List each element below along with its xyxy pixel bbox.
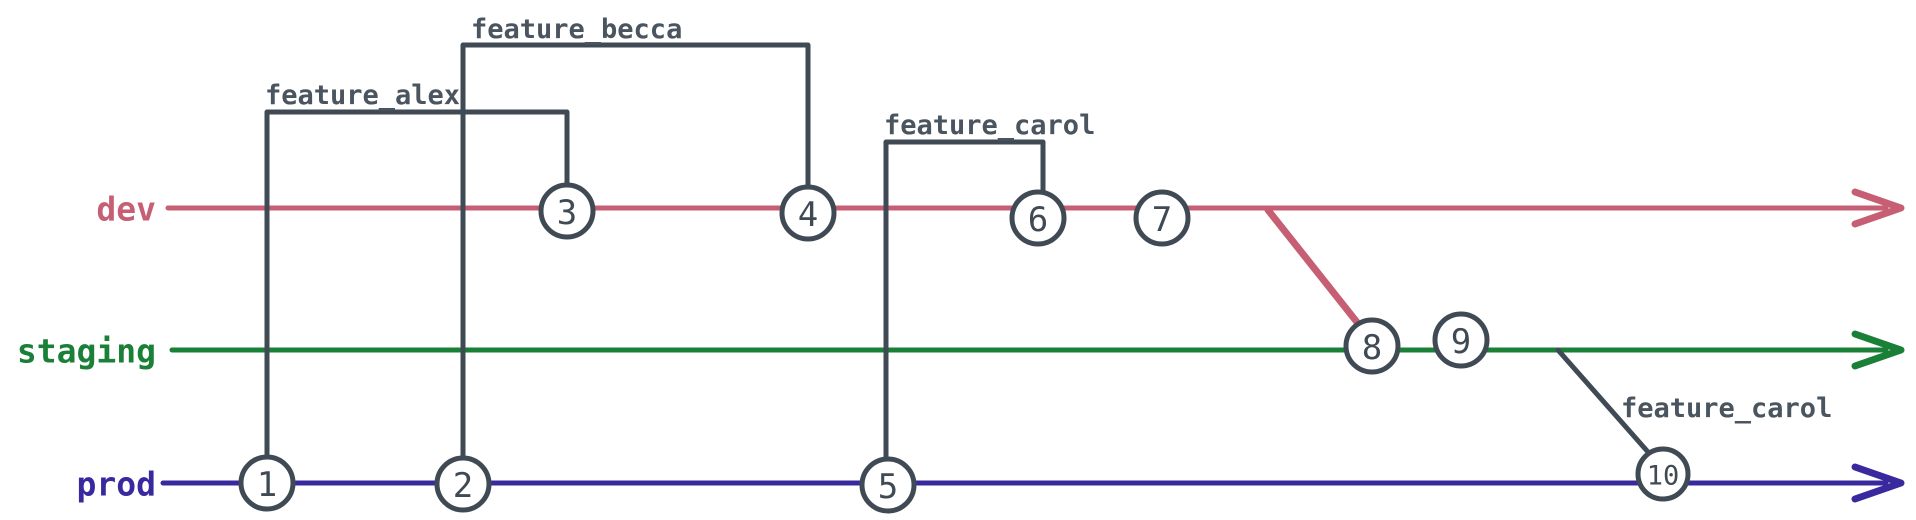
commit-8-circle: [1343, 317, 1401, 375]
feature-carol-branch-path: [883, 139, 1046, 463]
branch-lane-dev: dev: [96, 188, 1905, 229]
commit-node-6: 6: [1009, 189, 1067, 247]
commit-node-2: 2: [434, 455, 492, 513]
commit-node-8: 8: [1343, 317, 1401, 375]
commit-10-circle: [1635, 446, 1691, 502]
commit-9-label: 9: [1451, 322, 1471, 362]
commit-node-3: 3: [538, 182, 596, 240]
feature-carol-to-prod-path: [1555, 347, 1651, 455]
feature-becca-branch-path: [460, 42, 811, 462]
commit-8-label: 8: [1362, 328, 1382, 368]
branch-lane-staging: staging: [17, 330, 1905, 371]
commit-2-label: 2: [453, 466, 473, 506]
merge-line-dev-to-staging: [1264, 206, 1364, 330]
prod-arrowhead-icon: [1851, 463, 1905, 503]
commit-5-circle: [859, 456, 917, 514]
commit-2-circle: [434, 455, 492, 513]
commit-node-7: 7: [1133, 189, 1191, 247]
commit-3-label: 3: [557, 193, 577, 233]
feature-carol-label: feature_carol: [884, 110, 1095, 141]
feature-becca-label: feature_becca: [471, 14, 682, 45]
commit-3-circle: [538, 182, 596, 240]
feature-carol-to-prod-label: feature_carol: [1621, 393, 1832, 424]
commit-4-label: 4: [798, 195, 818, 235]
commit-node-10: 10: [1635, 446, 1691, 502]
branch-lane-prod: prod: [77, 463, 1905, 504]
staging-arrowhead-icon: [1851, 330, 1905, 370]
commit-4-circle: [779, 184, 837, 242]
commit-node-1: 1: [238, 454, 296, 512]
staging-branch-label: staging: [17, 332, 156, 371]
feature-alex-branch-path: [264, 109, 570, 461]
commit-node-9: 9: [1432, 311, 1490, 369]
feature-alex-label: feature_alex: [265, 80, 460, 111]
commit-node-5: 5: [859, 456, 917, 514]
commit-1-circle: [238, 454, 296, 512]
commit-7-circle: [1133, 189, 1191, 247]
commit-7-label: 7: [1152, 200, 1172, 240]
commit-9-circle: [1432, 311, 1490, 369]
commit-5-label: 5: [878, 467, 898, 507]
dev-arrowhead-icon: [1851, 188, 1905, 228]
dev-branch-label: dev: [96, 190, 156, 229]
commit-6-circle: [1009, 189, 1067, 247]
commit-6-label: 6: [1028, 200, 1048, 240]
prod-branch-label: prod: [77, 465, 156, 504]
commit-10-label: 10: [1647, 461, 1680, 492]
commit-1-label: 1: [257, 465, 277, 505]
commit-node-4: 4: [779, 184, 837, 242]
